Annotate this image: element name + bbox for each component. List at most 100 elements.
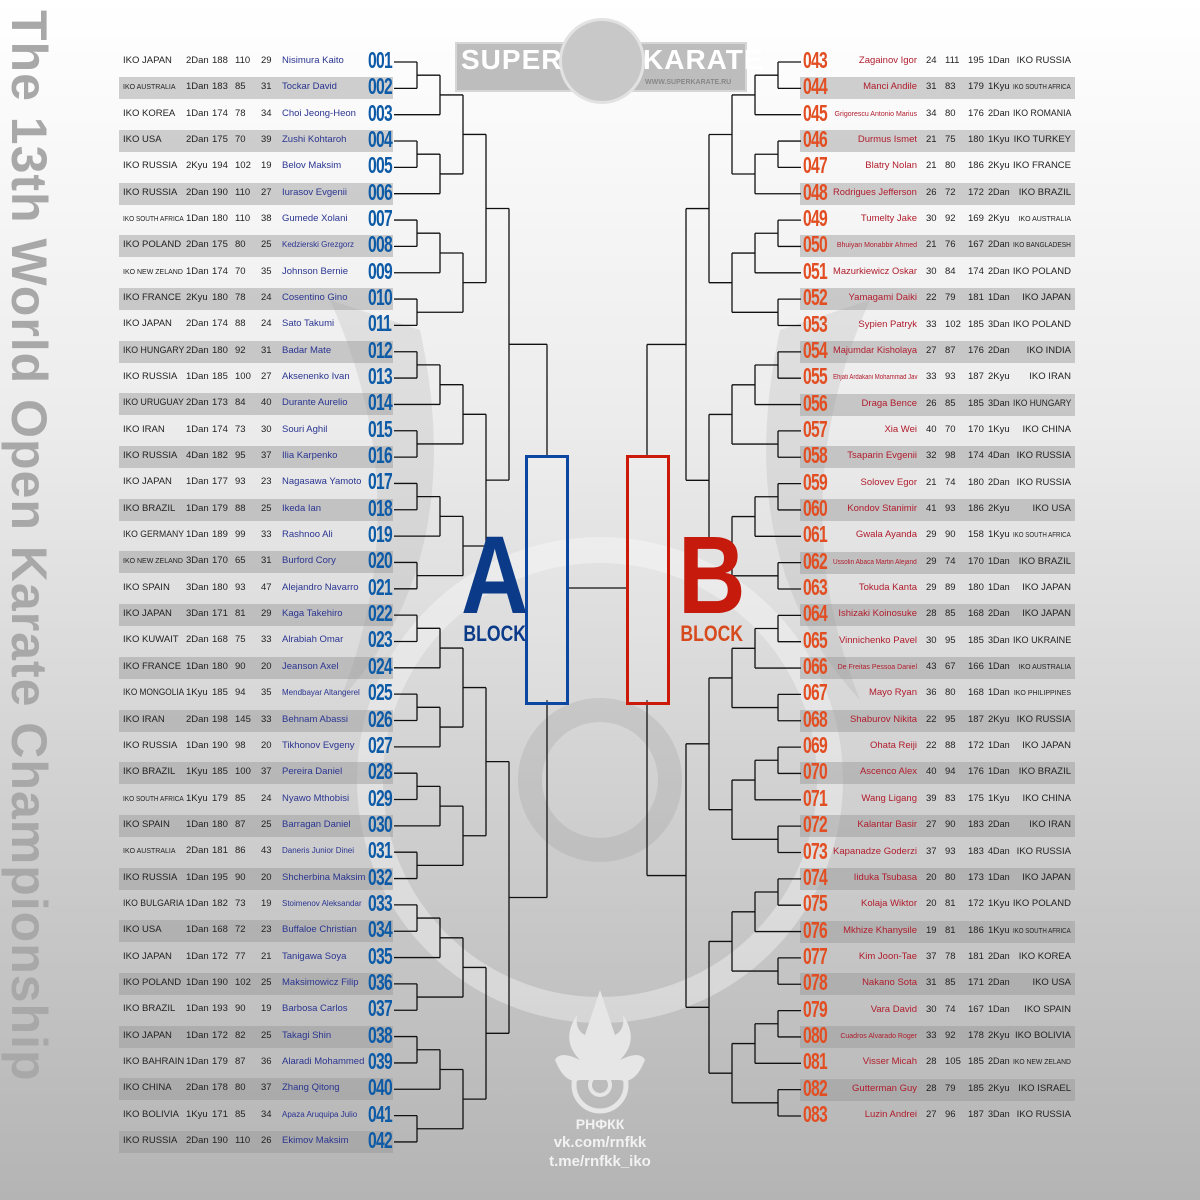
height: 190 — [212, 186, 228, 198]
competitor-name: Ussolin Abaca Martin Alejand — [833, 558, 917, 566]
seed-number: 047 — [803, 152, 828, 179]
age: 31 — [926, 977, 937, 989]
age: 23 — [261, 924, 272, 936]
competitor-name: Iurasov Evgenii — [282, 186, 347, 198]
height: 166 — [968, 661, 984, 673]
weight: 92 — [945, 1029, 956, 1041]
height: 179 — [968, 81, 984, 93]
country: IKO BRAZIL — [1018, 766, 1071, 778]
logo-text-right: KARATE — [643, 44, 764, 75]
country: IKO AUSTRALIA — [1018, 664, 1071, 672]
competitor-name: Tockar David — [282, 81, 337, 93]
competitor-name: Nisimura Kaito — [282, 55, 344, 66]
weight: 73 — [235, 423, 246, 435]
competitor-name: Cuadros Alvarado Roger — [840, 1032, 917, 1040]
weight: 83 — [945, 792, 956, 804]
seed-number: 062 — [803, 547, 828, 574]
seed-number: 082 — [803, 1074, 828, 1101]
age: 41 — [926, 502, 937, 514]
seed-number: 055 — [803, 363, 828, 390]
country: IKO JAPAN — [1022, 871, 1071, 883]
seed-number: 032 — [368, 863, 393, 890]
seed-number: 068 — [803, 705, 828, 732]
vk-link[interactable]: vk.com/rnfkk — [553, 1134, 647, 1151]
age: 19 — [926, 924, 937, 936]
country: IKO SOUTH AFRICA — [123, 216, 184, 224]
age: 34 — [261, 107, 272, 119]
seed-number: 074 — [803, 863, 828, 890]
age: 21 — [926, 476, 937, 488]
age: 25 — [261, 818, 272, 830]
country: IKO RUSSIA — [123, 1134, 178, 1146]
height: 186 — [968, 924, 984, 936]
weight: 96 — [945, 1109, 956, 1120]
country: IKO JAPAN — [1022, 292, 1071, 304]
competitor-name: Takagi Shin — [282, 1029, 332, 1041]
country: IKO JAPAN — [1022, 608, 1071, 620]
weight: 74 — [945, 555, 956, 567]
country: IKO CHINA — [1022, 423, 1071, 435]
country: IKO MONGOLIA — [123, 687, 185, 699]
height: 168 — [968, 687, 984, 699]
height: 185 — [968, 318, 984, 330]
country: IKO KOREA — [123, 107, 176, 119]
country: IKO KUWAIT — [123, 634, 179, 646]
age: 31 — [261, 555, 272, 567]
weight: 83 — [945, 81, 956, 93]
telegram-link[interactable]: t.me/rnfkk_iko — [549, 1153, 651, 1170]
competitor-name: Mendbayar Altangerel — [282, 688, 360, 698]
competitor-name: Kalantar Basir — [857, 819, 917, 831]
height: 189 — [212, 529, 228, 541]
weight: 78 — [945, 950, 956, 962]
competitor-name: Draga Bence — [861, 397, 917, 409]
seed-number: 025 — [368, 679, 393, 706]
country: IKO BANGLADESH — [1013, 242, 1071, 250]
country: IKO IRAN — [123, 713, 165, 725]
seed-number: 043 — [803, 47, 828, 73]
height: 174 — [212, 107, 228, 119]
rank: 1Kyu — [186, 1108, 208, 1120]
competitor-name: Mazurkiewicz Oskar — [833, 265, 917, 277]
competitor-name: Johnson Bernie — [282, 265, 349, 277]
competitor-name: Ikeda Ian — [282, 502, 322, 514]
seed-number: 050 — [803, 231, 828, 258]
height: 194 — [212, 160, 228, 172]
height: 180 — [212, 344, 228, 356]
seed-number: 083 — [803, 1101, 828, 1127]
country: IKO AUSTRALIA — [1018, 216, 1071, 224]
age: 20 — [926, 898, 937, 910]
height: 174 — [968, 450, 984, 462]
age: 36 — [926, 687, 937, 699]
height: 175 — [212, 134, 228, 146]
seed-number: 069 — [803, 732, 828, 759]
country: IKO RUSSIA — [1016, 1109, 1071, 1120]
seed-number: 019 — [368, 521, 393, 548]
seed-number: 037 — [368, 995, 393, 1022]
seed-number: 070 — [803, 758, 828, 785]
rank: 4Dan — [988, 450, 1010, 462]
competitor-name: Mkhize Khanysile — [843, 924, 917, 936]
rank: 1Dan — [186, 871, 209, 883]
competitor-name: Maksimowicz Filip — [282, 976, 359, 988]
competitor-name: Kedzierski Grezgorz — [282, 240, 355, 250]
weight: 98 — [235, 739, 246, 751]
rank: 1Dan — [186, 950, 209, 962]
seed-number: 003 — [368, 99, 393, 126]
seed-number: 035 — [368, 942, 393, 969]
country: IKO POLAND — [123, 976, 182, 988]
weight: 85 — [235, 792, 246, 804]
country: IKO PHILIPPINES — [1013, 690, 1071, 698]
seed-number: 026 — [368, 705, 393, 732]
age: 40 — [261, 397, 272, 409]
